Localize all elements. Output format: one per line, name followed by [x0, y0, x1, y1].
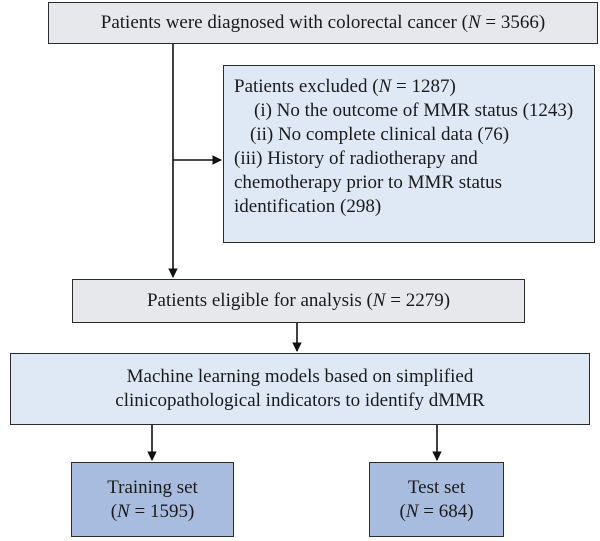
test-n-value: = 684) [418, 500, 474, 522]
test-count: (N = 684) [399, 500, 473, 524]
eligible-label: Patients eligible for analysis ( [146, 290, 373, 311]
eligible-text: Patients eligible for analysis (N = 2279… [147, 289, 450, 313]
diagnosed-box: Patients were diagnosed with colorectal … [48, 2, 598, 44]
training-n-value: = 1595) [129, 500, 195, 522]
test-title: Test set [407, 476, 466, 498]
ml-models-box: Machine learning models based on simplif… [10, 353, 590, 425]
test-open-paren: ( [399, 500, 406, 522]
ml-line-1: Machine learning models based on simplif… [126, 366, 474, 387]
training-count: (N = 1595) [111, 500, 195, 524]
excluded-n-value: = 1287) [391, 76, 456, 97]
test-set-box: Test set (N = 684) [369, 462, 504, 537]
diagnosed-text: Patients were diagnosed with colorectal … [101, 11, 545, 35]
excluded-item-3-line-3: identification (298) [234, 196, 382, 217]
ml-line-2: clinicopathological indicators to identi… [115, 390, 485, 411]
excluded-header: Patients excluded (N = 1287) [234, 75, 584, 99]
diagnosed-label: Patients were diagnosed with colorectal … [100, 12, 468, 33]
diagnosed-n-value: = 3566) [480, 12, 546, 33]
excluded-item-3-line-1: (iii) History of radiotherapy and [234, 148, 478, 169]
diagnosed-n-label: N [467, 12, 481, 33]
excluded-item-1: (i) No the outcome of MMR status (1243) [254, 100, 574, 121]
eligible-n-label: N [372, 290, 386, 311]
excluded-header-label: Patients excluded ( [234, 76, 379, 97]
training-title: Training set [107, 476, 198, 498]
test-n-label: N [405, 500, 419, 522]
training-open-paren: ( [110, 500, 118, 522]
eligible-n-value: = 2279) [385, 290, 451, 311]
training-n-label: N [117, 500, 130, 522]
training-set-box: Training set (N = 1595) [71, 462, 234, 537]
excluded-item-3-line-2: chemotherapy prior to MMR status [234, 172, 503, 193]
eligible-box: Patients eligible for analysis (N = 2279… [72, 279, 525, 323]
excluded-n-label: N [378, 76, 392, 97]
excluded-item-2: (ii) No complete clinical data (76) [250, 124, 510, 145]
excluded-box: Patients excluded (N = 1287) (i) No the … [223, 65, 595, 243]
